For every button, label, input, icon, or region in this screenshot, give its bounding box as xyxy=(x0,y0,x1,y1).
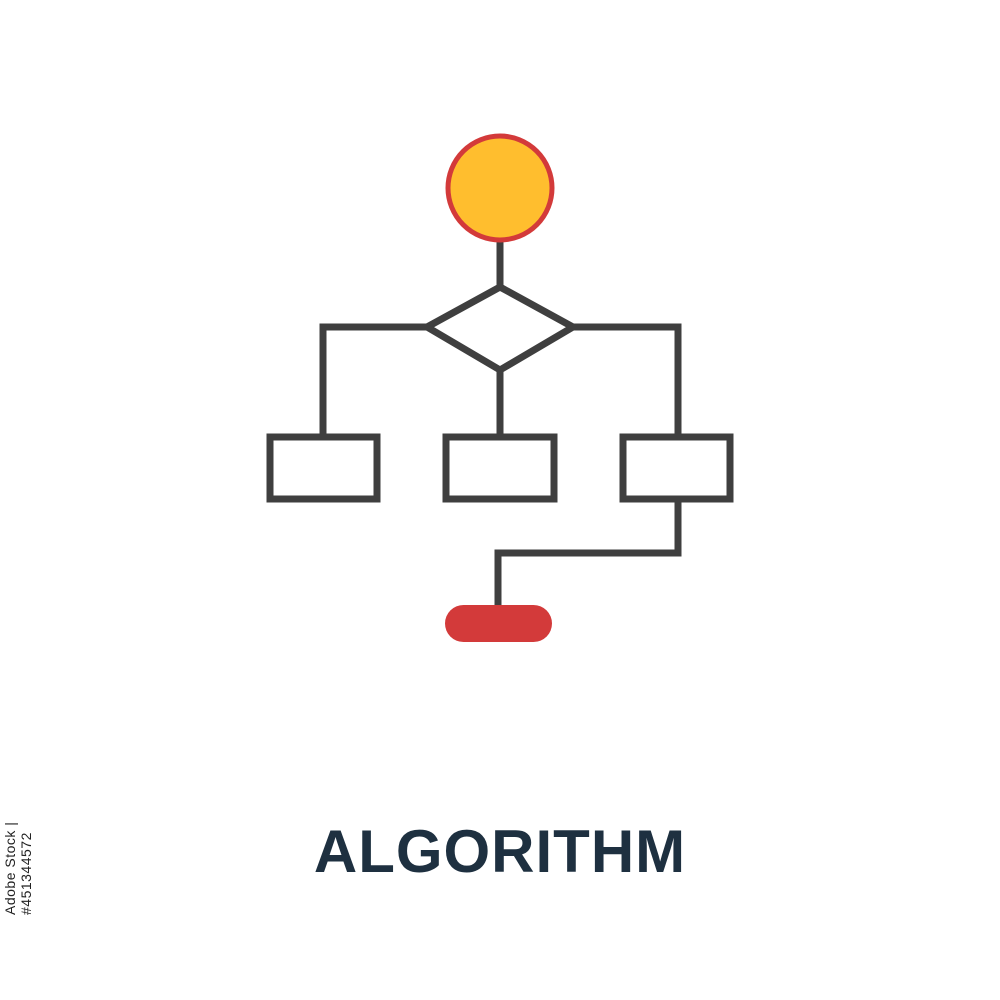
stock-id-watermark: Adobe Stock | #451344572 xyxy=(2,821,34,915)
connector-right-branch xyxy=(573,323,682,437)
end-terminator-shape xyxy=(445,605,552,642)
caption-title: ALGORITHM xyxy=(313,818,687,885)
connector-right-to-end xyxy=(494,499,682,606)
process-box-center xyxy=(442,433,558,503)
start-node-circle xyxy=(445,133,555,243)
process-box-right xyxy=(619,433,734,503)
algorithm-flowchart-icon xyxy=(266,133,734,642)
connector-left-branch xyxy=(319,323,427,437)
decision-diamond-shape xyxy=(419,283,581,375)
process-box-left xyxy=(266,433,381,503)
